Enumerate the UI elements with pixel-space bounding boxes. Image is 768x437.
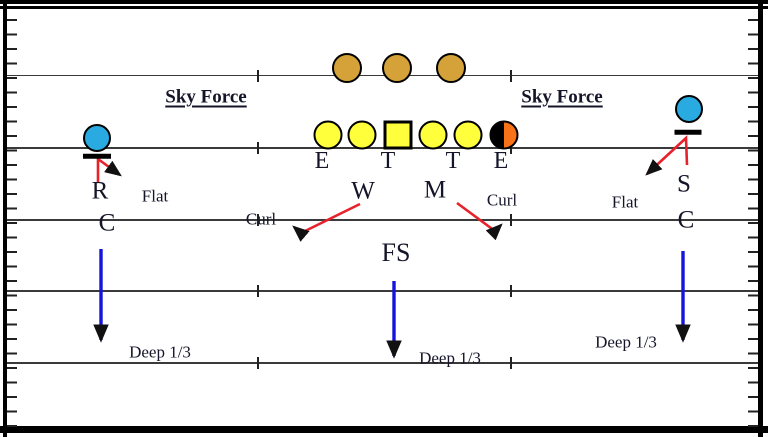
alignment-bar-left (83, 153, 111, 159)
hash-mark (510, 69, 512, 82)
yard-line-2 (7, 147, 758, 149)
zone-flat-right: Flat (611, 192, 639, 212)
yard-line-5 (7, 362, 758, 364)
wide-receiver-left (83, 124, 111, 152)
zone-curl-right: Curl (486, 190, 518, 210)
label-mike-backer: M (423, 176, 447, 204)
hash-mark (510, 285, 512, 297)
yard-line-4 (7, 290, 758, 292)
zone-curl-left: Curl (245, 209, 277, 229)
safety-flat-route (645, 135, 689, 176)
hash-mark (510, 357, 512, 369)
yard-line-1 (7, 74, 758, 77)
offensive-lineman-4 (453, 120, 483, 150)
yard-line-3 (7, 219, 758, 221)
center-square (383, 120, 413, 149)
field-border-top-outer (0, 0, 768, 4)
hash-mark (257, 285, 259, 297)
hash-mark (257, 214, 259, 226)
hash-mark (510, 214, 512, 226)
label-corner-right: C (677, 206, 695, 234)
label-corner-left: C (98, 209, 116, 237)
field-border-top-inner (0, 6, 768, 9)
label-will-backer: W (351, 177, 375, 205)
hash-mark (257, 69, 259, 82)
label-strong-safety: S (677, 170, 691, 198)
hash-mark (510, 142, 512, 154)
hash-mark (257, 142, 259, 154)
label-free-safety: FS (381, 238, 411, 267)
coverage-call-right: Sky Force (521, 86, 603, 108)
label-end-right: E (493, 148, 509, 174)
wide-receiver-right (675, 95, 703, 123)
label-end-left: E (314, 148, 330, 174)
zone-deep-third-right: Deep 1/3 (595, 332, 657, 352)
running-back-1 (332, 53, 362, 83)
offensive-lineman-1 (313, 120, 343, 150)
offensive-lineman-3 (418, 120, 448, 150)
zone-deep-third-left: Deep 1/3 (129, 342, 191, 362)
tight-end-split-circle (489, 120, 519, 150)
alignment-bar-right (674, 129, 702, 135)
label-tackle-left: T (380, 148, 396, 174)
offensive-lineman-2 (347, 120, 377, 150)
zone-deep-third-middle: Deep 1/3 (419, 348, 481, 368)
hash-mark (257, 357, 259, 369)
coverage-call-left: Sky Force (165, 86, 247, 108)
zone-flat-left: Flat (141, 186, 169, 206)
field-border-left (3, 0, 7, 437)
field-border-right (758, 0, 763, 437)
field-border-bottom (0, 426, 768, 433)
running-back-3 (436, 53, 466, 83)
label-rover: R (91, 177, 109, 205)
label-tackle-right: T (445, 148, 461, 174)
running-back-2 (382, 53, 412, 83)
